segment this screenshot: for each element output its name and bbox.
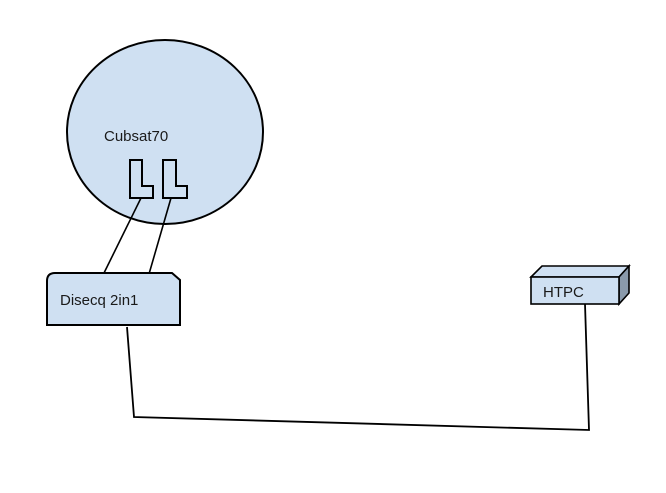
lnb-1-icon[interactable] — [129, 159, 154, 199]
htpc-box-top — [529, 265, 631, 278]
dish-label: Cubsat70 — [104, 128, 168, 145]
htpc-label: HTPC — [543, 284, 584, 301]
edge-lnb1-diseqc — [103, 197, 142, 274]
edge-diseqc-htpc — [126, 303, 590, 431]
diseqc-node[interactable] — [46, 272, 181, 326]
edge-lnb2-diseqc — [148, 197, 172, 275]
dish-node[interactable] — [66, 39, 264, 225]
htpc-node[interactable] — [530, 276, 620, 305]
lnb-2-icon[interactable] — [162, 159, 188, 199]
diseqc-label: Disecq 2in1 — [60, 292, 138, 309]
